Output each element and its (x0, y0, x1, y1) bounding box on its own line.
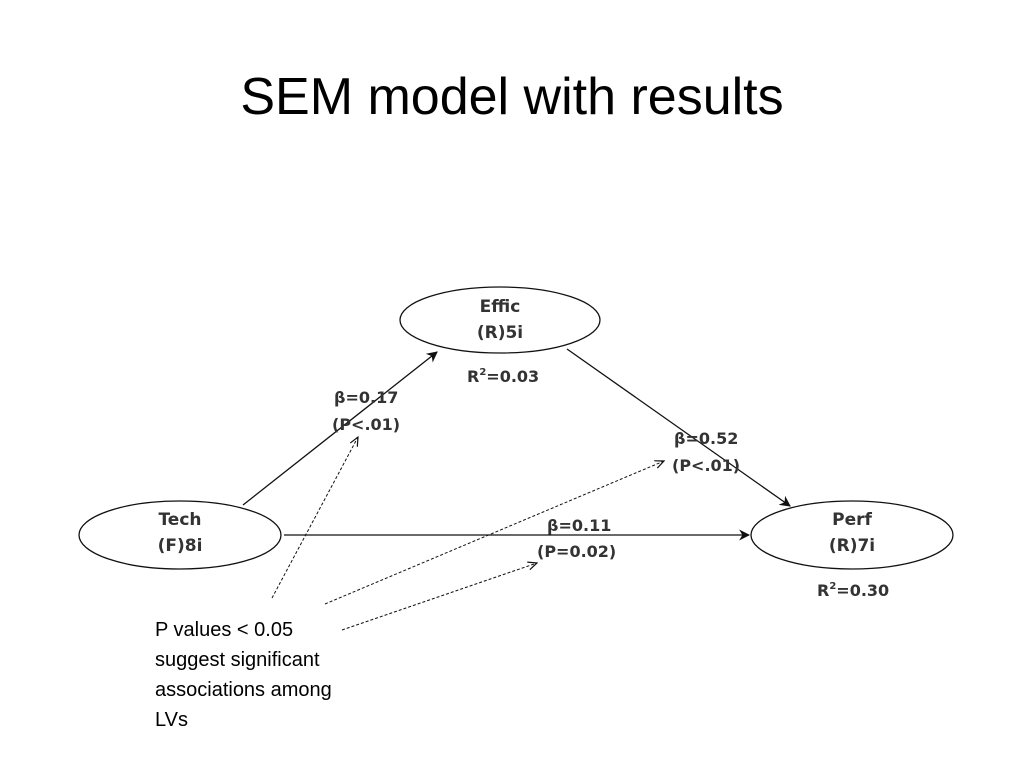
note-pointer-tech-perf (341, 563, 537, 631)
node-effic-r2-label: R (467, 367, 479, 386)
path-tech-perf-p: (P=0.02) (537, 542, 616, 561)
node-effic-r2-sup: 2 (479, 367, 486, 378)
path-tech-effic-beta: β=0.17 (334, 388, 398, 407)
node-perf-r2-sup: 2 (829, 581, 836, 592)
slide-title: SEM model with results (240, 68, 784, 126)
node-effic: Effic (R)5i (399, 286, 601, 354)
node-perf-r2-value: =0.30 (836, 581, 889, 600)
path-effic-perf-beta: β=0.52 (674, 429, 738, 448)
note-pointer-tech-effic (271, 437, 358, 599)
path-tech-perf-beta: β=0.11 (547, 516, 611, 535)
node-perf-r2: R2=0.30 (817, 581, 889, 600)
path-tech-effic-p: (P<.01) (332, 415, 400, 434)
node-effic-shape (399, 286, 601, 354)
node-effic-r2-value: =0.03 (486, 367, 539, 386)
path-effic-perf-arrow (566, 348, 791, 507)
node-tech-shape (78, 500, 282, 570)
note-pointer-effic-perf (324, 461, 664, 605)
node-perf: Perf (R)7i (750, 500, 954, 570)
node-perf-code: (R)7i (829, 536, 875, 556)
node-tech-code: (F)8i (158, 536, 203, 556)
path-effic-perf-p: (P<.01) (672, 456, 740, 475)
node-tech: Tech (F)8i (78, 500, 282, 570)
node-perf-name: Perf (832, 510, 872, 530)
node-perf-shape (750, 500, 954, 570)
node-perf-r2-label: R (817, 581, 829, 600)
annotation-line: LVs (155, 709, 188, 731)
annotation-line: P values < 0.05 (155, 619, 294, 641)
node-effic-name: Effic (480, 297, 521, 317)
node-tech-name: Tech (158, 510, 201, 530)
annotation-line: associations among (155, 679, 332, 701)
annotation-line: suggest significant (155, 649, 320, 671)
node-effic-r2: R2=0.03 (467, 367, 539, 386)
annotation-note: P values < 0.05 suggest significant asso… (155, 615, 385, 735)
node-effic-code: (R)5i (477, 323, 523, 343)
path-tech-effic-arrow (242, 351, 438, 506)
